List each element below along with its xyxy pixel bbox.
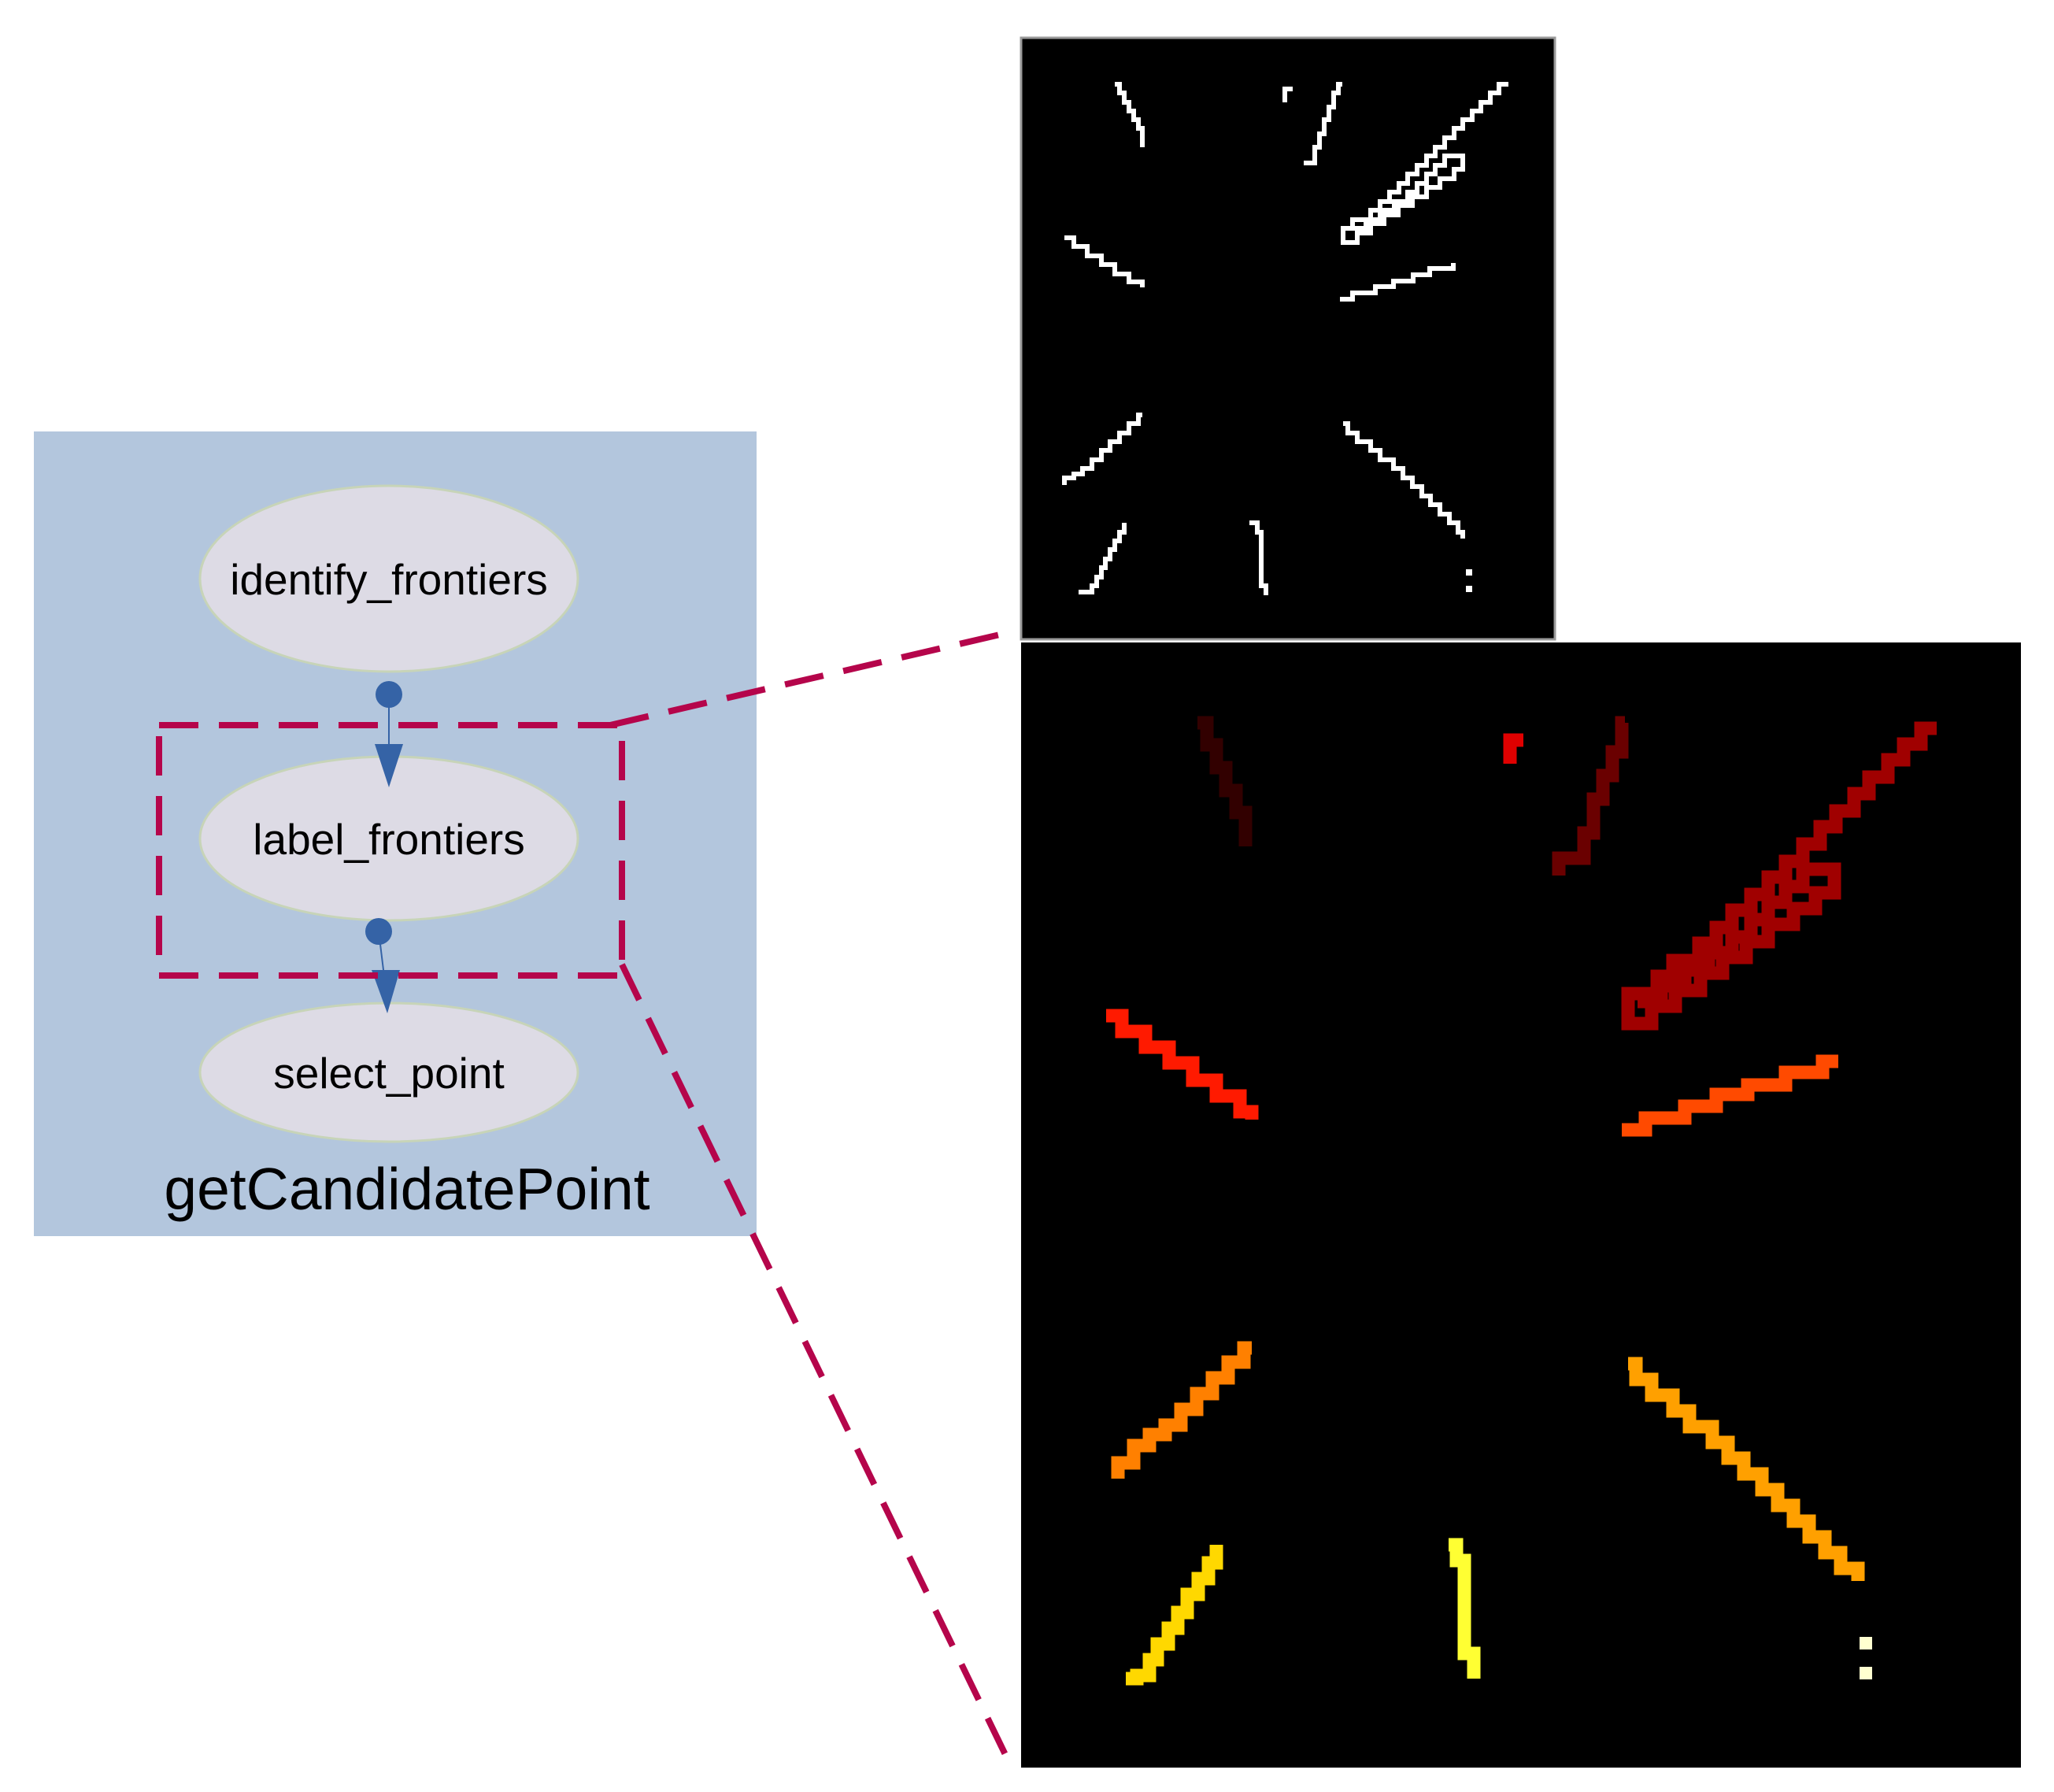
edge-identify-to-label (375, 681, 403, 787)
node-select-point[interactable]: select_point (198, 1002, 579, 1143)
labeled-frontier-segment (1621, 721, 1937, 1031)
frontier-segment (1343, 421, 1465, 539)
frontier-segment (1340, 263, 1456, 302)
frontier-dot (1466, 569, 1472, 576)
highlight (156, 629, 1015, 1769)
frontier-segment (1304, 82, 1342, 165)
labeled-frontier-dot (1860, 1667, 1872, 1679)
binary-frontier-panel (1020, 36, 1556, 641)
frontier-dot (1466, 586, 1472, 592)
frontier-segment (1115, 82, 1145, 147)
edge-label-to-select (365, 918, 400, 1013)
frontier-segment (1062, 413, 1142, 485)
frontier-segment (1079, 523, 1127, 594)
cluster-label: getCandidatePoint (164, 1156, 650, 1222)
labeled-frontier-segment (1197, 716, 1253, 846)
labeled-frontier-segment (1638, 862, 1820, 1009)
frontier-segment (1249, 520, 1268, 595)
node-identify-frontiers[interactable]: identify_frontiers (198, 484, 579, 673)
labeled-frontier-segment (1552, 716, 1629, 876)
labeled-frontier-dot (1860, 1637, 1872, 1649)
edge-arrowhead (372, 970, 400, 1013)
node-identify-frontiers-label: identify_frontiers (230, 555, 548, 604)
node-label-frontiers-label: label_frontiers (253, 815, 524, 864)
connector-bottom (619, 963, 1015, 1769)
labeled-frontier-segment (1628, 1357, 1865, 1581)
edge-arrowhead (375, 744, 403, 787)
connector-top (609, 629, 1011, 728)
edge-tail-dot (376, 681, 402, 708)
labeled-frontier-segment (1449, 1538, 1481, 1679)
node-select-point-label: select_point (273, 1049, 505, 1098)
frontier-segment (1341, 82, 1508, 245)
frontier-segment (1064, 235, 1145, 287)
node-label-frontiers[interactable]: label_frontiers (198, 755, 579, 922)
labeled-frontier-segment (1126, 1545, 1223, 1686)
labeled-frontier-segment (1111, 1341, 1252, 1479)
edge-tail-dot (365, 918, 392, 945)
labeled-frontier-panel (1021, 642, 2021, 1768)
frontier-segment (1282, 87, 1293, 102)
flow-cluster: identify_frontiers label_frontiers selec… (34, 431, 757, 1236)
labeled-frontier-segment (1106, 1009, 1259, 1120)
labeled-frontier-segment (1622, 1054, 1838, 1137)
frontier-segment (1353, 154, 1454, 231)
labeled-frontier-segment (1503, 733, 1523, 764)
